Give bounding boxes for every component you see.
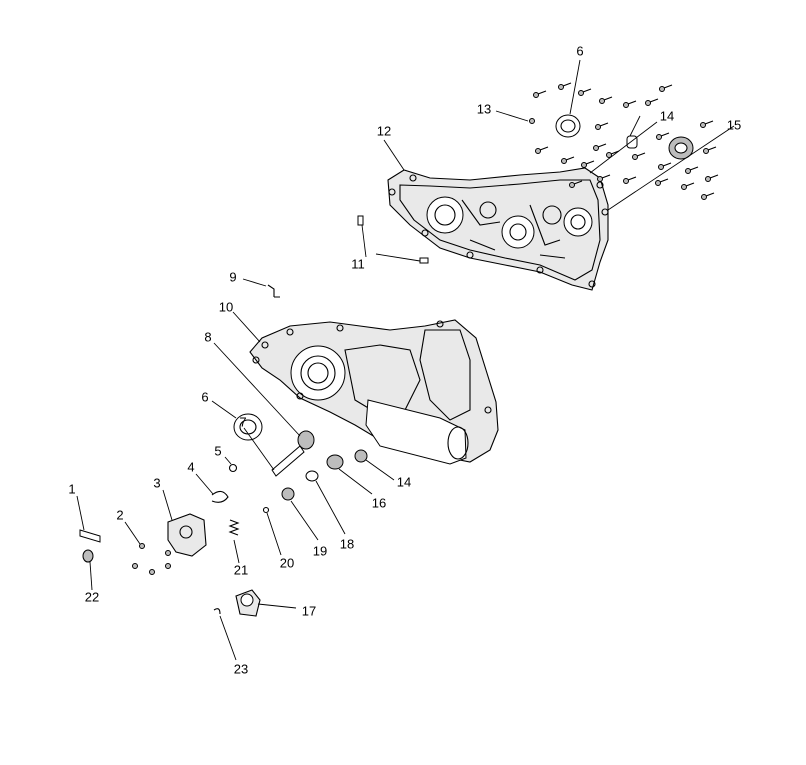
clip-23 [213, 608, 221, 615]
callout-9: 9 [229, 269, 237, 285]
pin-part [267, 284, 280, 298]
callout-6-upper: 6 [576, 43, 584, 59]
callout-12: 12 [376, 123, 392, 139]
callout-23: 23 [233, 661, 249, 677]
callout-19: 19 [312, 543, 328, 559]
callout-3: 3 [153, 475, 161, 491]
gear-16 [326, 454, 344, 470]
cap-22 [82, 549, 94, 563]
small-bolts [132, 543, 171, 575]
callout-17: 17 [301, 603, 317, 619]
callout-4: 4 [187, 459, 195, 475]
washer-18 [305, 470, 319, 482]
gear-19 [281, 487, 295, 501]
upper-plug [626, 135, 638, 149]
callout-18: 18 [339, 536, 355, 552]
lower-seal [233, 413, 263, 441]
upper-seal [555, 114, 581, 138]
callout-13: 13 [476, 101, 492, 117]
callout-14-upper: 14 [659, 108, 675, 124]
spring-clip [211, 490, 229, 503]
callout-5: 5 [214, 443, 222, 459]
shift-shaft [271, 445, 305, 477]
callout-11: 11 [351, 256, 365, 272]
callout-6-lower: 6 [201, 389, 209, 405]
sensor-17 [235, 589, 261, 617]
upper-bolts [529, 82, 719, 200]
callout-14-lower: 14 [396, 474, 412, 490]
callout-16: 16 [371, 495, 387, 511]
spring [228, 519, 240, 536]
callout-22: 22 [84, 589, 100, 605]
callout-15: 15 [726, 117, 742, 133]
callout-1: 1 [68, 481, 76, 497]
o-ring [228, 463, 238, 473]
callout-10: 10 [218, 299, 234, 315]
callout-8: 8 [204, 329, 212, 345]
cover-housing [387, 167, 609, 291]
callout-21: 21 [233, 562, 249, 578]
main-case [249, 319, 499, 465]
callout-7: 7 [239, 414, 247, 430]
shaft-gear [297, 430, 315, 450]
cover-plate [167, 513, 207, 557]
callout-2: 2 [116, 507, 124, 523]
dowel-pins [357, 215, 429, 264]
lower-plug [354, 449, 368, 463]
leader-lines [76, 59, 735, 661]
pin-20 [262, 506, 270, 514]
callout-20: 20 [279, 555, 295, 571]
bearing [668, 136, 694, 160]
bracket-1 [79, 529, 101, 543]
